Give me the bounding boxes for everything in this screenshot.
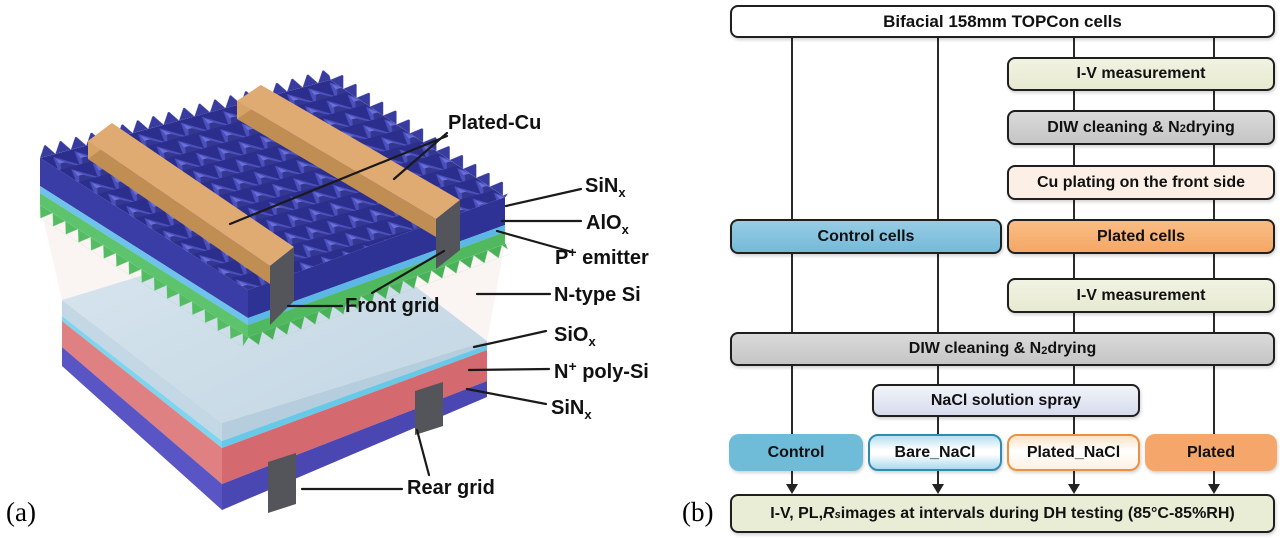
label-front-grid: Front grid bbox=[345, 295, 439, 317]
flow-box-bare-nacl-group: Bare_NaCl bbox=[868, 434, 1002, 471]
connector bbox=[791, 366, 794, 434]
connector bbox=[1213, 145, 1216, 165]
connector bbox=[791, 38, 794, 219]
connector bbox=[937, 366, 940, 384]
busbar-right bbox=[237, 85, 460, 269]
siox-layer-right bbox=[222, 345, 487, 448]
flow-box-plated-cells: Plated cells bbox=[1007, 219, 1275, 254]
poly-si-layer-right bbox=[222, 350, 487, 484]
panel-b-tag: (b) bbox=[682, 497, 714, 527]
connector bbox=[1213, 313, 1216, 332]
label-alox: AlOx bbox=[586, 212, 630, 237]
connector bbox=[937, 417, 940, 434]
leader-plated-cu-right bbox=[392, 131, 449, 181]
label-sinx-top: SiNx bbox=[585, 175, 626, 200]
rear-grid-finger-1 bbox=[268, 453, 296, 513]
busbar-right-top bbox=[237, 85, 460, 219]
wafer-side-right bbox=[222, 341, 487, 441]
flow-box-nacl-spray: NaCl solution spray bbox=[872, 384, 1140, 417]
connector bbox=[1073, 254, 1076, 278]
busbar-left-side bbox=[88, 141, 270, 284]
label-p-emitter: P+ emitter bbox=[555, 244, 649, 269]
connector bbox=[937, 254, 940, 332]
poly-si-layer-left bbox=[62, 321, 222, 484]
flow-box-control-group: Control bbox=[729, 434, 863, 471]
connector bbox=[791, 254, 794, 332]
leader-plated-cu-left bbox=[228, 134, 449, 226]
connector bbox=[937, 471, 940, 486]
connector bbox=[1213, 38, 1216, 57]
connector bbox=[1073, 366, 1076, 384]
connector bbox=[791, 471, 794, 486]
label-rear-grid: Rear grid bbox=[407, 477, 495, 499]
leader-sinx-top bbox=[504, 187, 583, 208]
connector bbox=[1073, 200, 1076, 219]
flow-box-topcon-cells: Bifacial 158mm TOPCon cells bbox=[730, 5, 1275, 38]
sinx-layer-left bbox=[62, 347, 222, 510]
label-sinx-bottom: SiNx bbox=[551, 397, 592, 422]
leader-n-poly-si bbox=[467, 367, 551, 372]
label-n-poly-si: N+ poly-Si bbox=[554, 358, 649, 383]
busbar-left-top bbox=[88, 123, 294, 266]
connector bbox=[1073, 313, 1076, 332]
alox-edge-left bbox=[40, 186, 248, 325]
connector bbox=[1073, 38, 1076, 57]
connector bbox=[1073, 91, 1076, 110]
flow-box-cu-plating: Cu plating on the front side bbox=[1007, 165, 1275, 200]
connector bbox=[1213, 200, 1216, 219]
connector bbox=[1073, 145, 1076, 165]
connector bbox=[1073, 417, 1076, 434]
flow-box-iv-measurement-1: I-V measurement bbox=[1007, 57, 1275, 91]
flow-box-plated-group: Plated bbox=[1145, 434, 1277, 471]
leader-p-emitter bbox=[495, 229, 574, 254]
label-siox: SiOx bbox=[554, 324, 596, 349]
wafer-side-left bbox=[62, 300, 222, 441]
connector bbox=[1213, 366, 1216, 434]
arrow-down-icon bbox=[786, 484, 798, 494]
siox-layer-left bbox=[62, 316, 222, 448]
emitter-edge-left bbox=[40, 193, 248, 337]
flow-box-iv-measurement-2: I-V measurement bbox=[1007, 278, 1275, 313]
connector bbox=[1213, 471, 1216, 486]
solar-cell-diagram: Plated-Cu SiNx AlOx P+ emitter N-type Si… bbox=[34, 69, 649, 513]
rear-grid-finger-2 bbox=[415, 382, 443, 435]
leader-sinx-bottom bbox=[465, 387, 548, 406]
pyramid-surface bbox=[40, 80, 505, 290]
label-plated-cu: Plated-Cu bbox=[448, 112, 541, 134]
flow-box-control-cells: Control cells bbox=[730, 219, 1002, 254]
flow-box-plated-nacl-group: Plated_NaCl bbox=[1007, 434, 1140, 471]
sinx-edge-left bbox=[40, 158, 248, 318]
arrow-down-icon bbox=[1208, 484, 1220, 494]
panel-a-tag: (a) bbox=[6, 497, 36, 527]
leader-front-grid-d bbox=[370, 249, 446, 295]
arrow-down-icon bbox=[932, 484, 944, 494]
arrow-down-icon bbox=[1068, 484, 1080, 494]
connector bbox=[1213, 91, 1216, 110]
connector bbox=[1213, 254, 1216, 278]
leader-rear-grid-d bbox=[415, 428, 431, 477]
connector bbox=[1073, 471, 1076, 486]
label-n-type-si: N-type Si bbox=[554, 284, 641, 306]
connector bbox=[937, 38, 940, 219]
leader-siox bbox=[472, 329, 548, 349]
busbar-right-side bbox=[237, 101, 436, 237]
